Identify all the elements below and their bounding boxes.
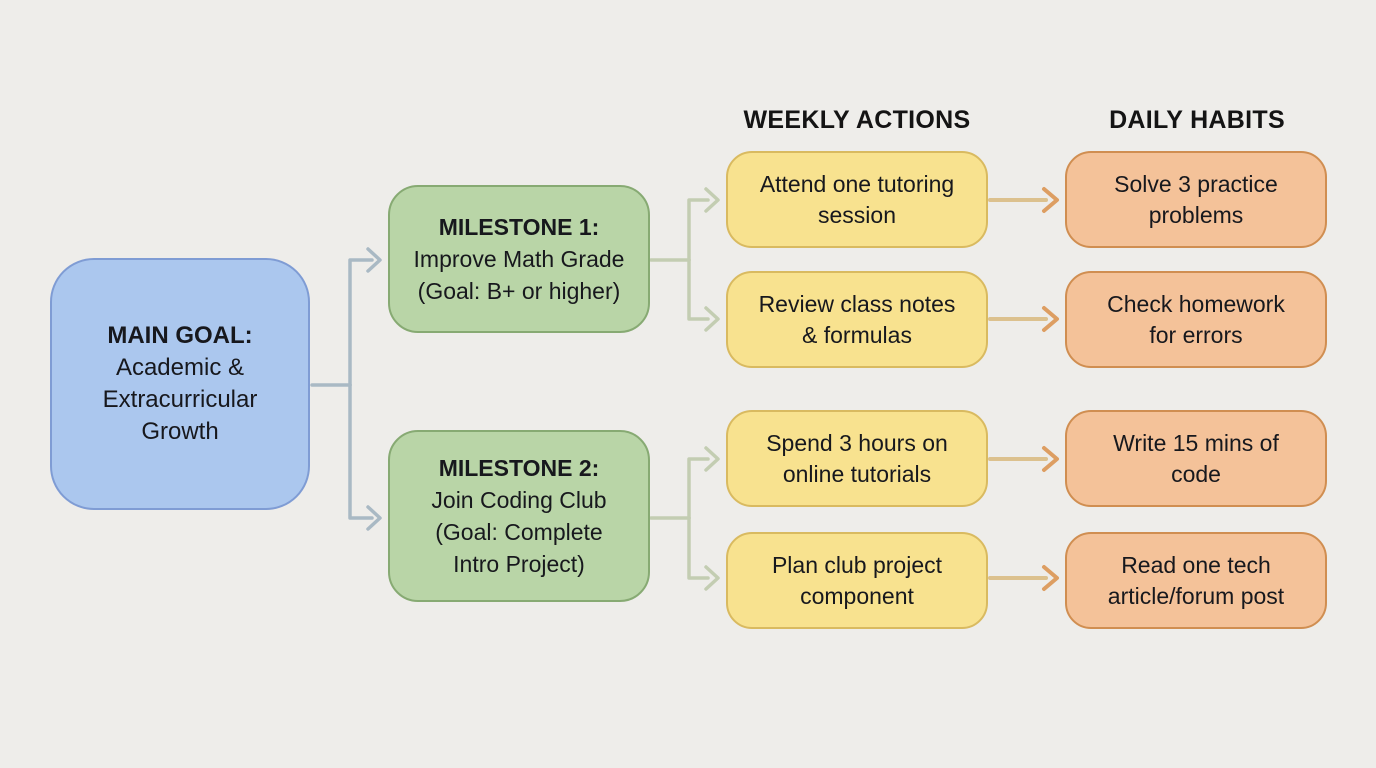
milestone-1-title: MILESTONE 1: [438,214,600,240]
arrowhead-icon [366,247,382,273]
weekly-action-4-text: Plan club project component [771,551,943,609]
daily-habit-1-text: Solve 3 practice problems [1114,170,1278,228]
node-daily-habit-3: Write 15 mins of code [1065,410,1327,507]
connector-milestone2-weekly3 [687,457,710,520]
node-daily-habit-2: Check homework for errors [1065,271,1327,368]
column-header-daily-habits: DAILY HABITS [1109,106,1285,134]
connector-maingoal-milestone1 [348,258,374,387]
node-weekly-action-3: Spend 3 hours on online tutorials [726,410,988,507]
connector-milestone2-weekly4 [687,516,710,580]
daily-habit-4-text: Read one tech article/forum post [1107,551,1285,609]
main-goal-text: Academic & Extracurricular Growth [102,354,258,445]
node-weekly-action-4: Plan club project component [726,532,988,629]
daily-habit-2-text: Check homework for errors [1107,290,1285,348]
arrowhead-icon [704,565,720,591]
node-main-goal: MAIN GOAL: Academic & Extracurricular Gr… [50,258,310,510]
weekly-action-2-text: Review class notes & formulas [758,290,956,348]
main-goal-title: MAIN GOAL: [107,322,253,349]
arrowhead-icon [704,446,720,472]
node-weekly-action-1: Attend one tutoring session [726,151,988,248]
column-header-weekly-actions: WEEKLY ACTIONS [743,106,971,134]
node-milestone-1: MILESTONE 1: Improve Math Grade (Goal: B… [388,185,650,333]
arrowhead-icon [704,306,720,332]
node-daily-habit-1: Solve 3 practice problems [1065,151,1327,248]
arrowhead-icon [366,505,382,531]
weekly-action-1-text: Attend one tutoring session [759,170,955,228]
connector-milestone1-weekly1 [687,198,710,262]
connector-maingoal-milestone2 [348,383,374,520]
arrowhead-icon [1042,565,1059,591]
milestone-1-text: Improve Math Grade (Goal: B+ or higher) [413,246,625,304]
arrowhead-icon [704,187,720,213]
node-milestone-2: MILESTONE 2: Join Coding Club (Goal: Com… [388,430,650,602]
milestone-2-title: MILESTONE 2: [438,455,600,481]
milestone-2-text: Join Coding Club (Goal: Complete Intro P… [431,487,607,577]
node-weekly-action-2: Review class notes & formulas [726,271,988,368]
daily-habit-3-text: Write 15 mins of code [1113,429,1279,487]
weekly-action-3-text: Spend 3 hours on online tutorials [766,429,948,487]
arrowhead-icon [1042,187,1059,213]
connector-milestone1-weekly2 [687,258,710,321]
arrowhead-icon [1042,306,1059,332]
arrowhead-icon [1042,446,1059,472]
node-daily-habit-4: Read one tech article/forum post [1065,532,1327,629]
